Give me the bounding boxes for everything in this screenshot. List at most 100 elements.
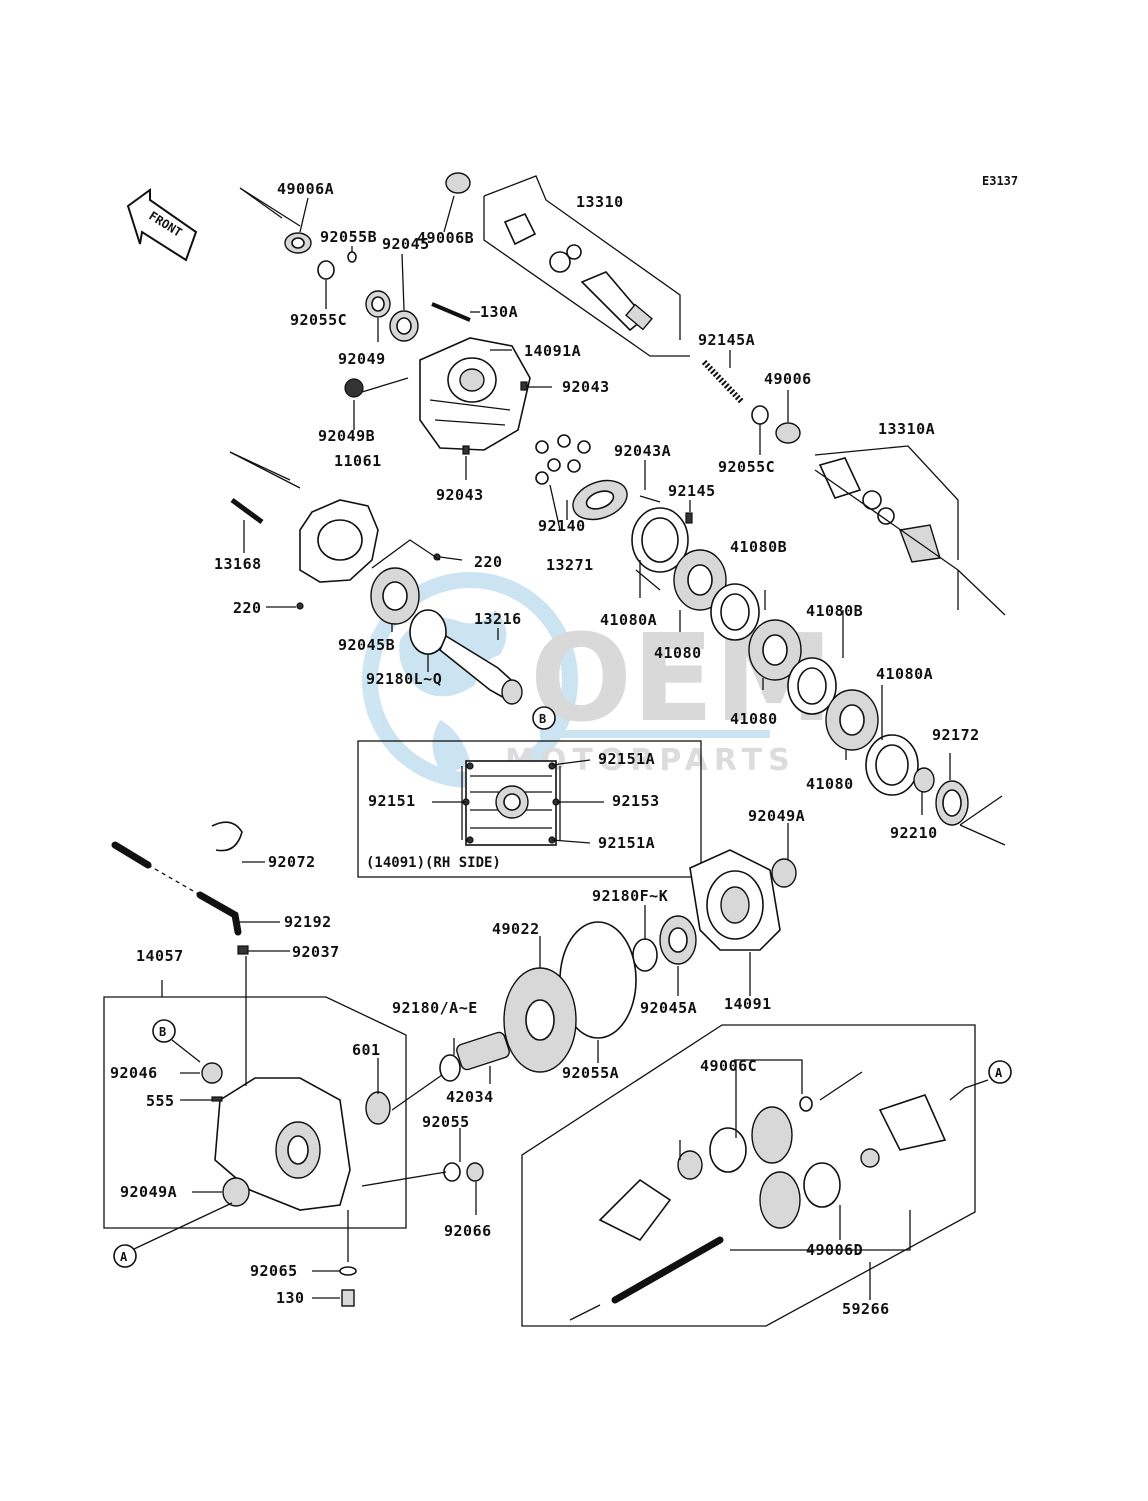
part-41080A-2 xyxy=(865,734,919,796)
part-labels: 49006A 92055B 92055C 49006B 13310 92045 … xyxy=(110,180,980,1318)
part-41080-2 xyxy=(748,619,802,681)
label-13310A: 13310A xyxy=(878,420,935,438)
label-92055C-right: 92055C xyxy=(718,458,775,476)
marker-a-right: A xyxy=(988,1060,1012,1084)
svg-text:A: A xyxy=(120,1250,128,1264)
part-49006D-boot xyxy=(759,1162,841,1229)
label-92151A-bottom: 92151A xyxy=(598,834,655,852)
part-92043-right xyxy=(520,381,528,391)
part-92043A xyxy=(639,495,661,503)
svg-text:B: B xyxy=(159,1025,166,1039)
label-220-a: 220 xyxy=(474,553,503,571)
part-59266-shaft xyxy=(569,1236,724,1321)
part-41080B-1 xyxy=(710,583,760,641)
label-92045B: 92045B xyxy=(338,636,395,654)
part-92065 xyxy=(339,1266,357,1276)
part-92055B xyxy=(347,251,357,263)
part-92037 xyxy=(237,945,249,955)
part-92180FK xyxy=(632,938,658,972)
part-cv-joint-inner xyxy=(799,1094,947,1168)
label-13216: 13216 xyxy=(474,610,522,628)
label-601: 601 xyxy=(352,1041,381,1059)
part-92140 xyxy=(535,434,591,485)
label-92072: 92072 xyxy=(268,853,316,871)
part-49006C-boot xyxy=(677,1106,793,1180)
label-49006A: 49006A xyxy=(277,180,334,198)
part-14091A xyxy=(419,337,531,451)
part-92055C-right xyxy=(751,405,769,425)
label-92046: 92046 xyxy=(110,1064,158,1082)
label-42034: 42034 xyxy=(446,1088,494,1106)
label-13310: 13310 xyxy=(576,193,624,211)
label-92192: 92192 xyxy=(284,913,332,931)
label-14091: 14091 xyxy=(724,995,772,1013)
label-130A: 130A xyxy=(480,303,518,321)
label-41080-2: 41080 xyxy=(730,710,778,728)
inset-box: (14091)(RH SIDE) xyxy=(357,740,702,878)
label-92055B: 92055B xyxy=(320,228,377,246)
diagram-code: E3137 xyxy=(982,174,1018,188)
label-59266: 59266 xyxy=(842,1300,890,1318)
part-41080A-1 xyxy=(631,507,689,573)
label-92049A-left: 92049A xyxy=(120,1183,177,1201)
marker-a-left: A xyxy=(113,1244,137,1268)
part-130A xyxy=(431,302,471,322)
part-92210 xyxy=(913,767,935,793)
part-13168 xyxy=(230,497,264,525)
label-92180LQ: 92180L~Q xyxy=(366,670,442,688)
part-11061 xyxy=(299,499,379,583)
leader-lines xyxy=(133,175,1006,1300)
label-92140: 92140 xyxy=(538,517,586,535)
part-cv-joint-outer xyxy=(598,1178,672,1242)
label-92037: 92037 xyxy=(292,943,340,961)
part-49006 xyxy=(775,422,801,444)
label-92049: 92049 xyxy=(338,350,386,368)
part-49022 xyxy=(503,967,577,1073)
label-92065: 92065 xyxy=(250,1262,298,1280)
label-92055A: 92055A xyxy=(562,1064,619,1082)
part-601 xyxy=(365,1091,391,1125)
label-92151A-top: 92151A xyxy=(598,750,655,768)
part-14057-housing xyxy=(214,1077,351,1211)
inset-box-caption: (14091)(RH SIDE) xyxy=(366,855,501,871)
label-14091A: 14091A xyxy=(524,342,581,360)
svg-text:A: A xyxy=(995,1066,1003,1080)
label-41080B-1: 41080B xyxy=(730,538,787,556)
label-92045: 92045 xyxy=(382,235,430,253)
part-555 xyxy=(211,1096,223,1102)
part-92192-b xyxy=(196,891,242,936)
part-42034 xyxy=(456,1031,510,1071)
label-92043-bottom: 92043 xyxy=(436,486,484,504)
front-arrow-icon: FRONT xyxy=(126,188,198,262)
label-13168: 13168 xyxy=(214,555,262,573)
label-41080-3: 41080 xyxy=(806,775,854,793)
label-92049A-right: 92049A xyxy=(748,807,805,825)
part-14057-box xyxy=(103,980,407,1229)
part-92072 xyxy=(211,821,243,852)
label-92055C-top: 92055C xyxy=(290,311,347,329)
part-92043-bottom xyxy=(462,445,470,455)
label-92172: 92172 xyxy=(932,726,980,744)
label-49006C: 49006C xyxy=(700,1057,757,1075)
marker-b-left: B xyxy=(152,1019,176,1043)
part-92145A xyxy=(701,359,745,405)
part-92055 xyxy=(443,1162,461,1182)
label-49006: 49006 xyxy=(764,370,812,388)
part-14091 xyxy=(689,849,781,951)
label-92055: 92055 xyxy=(422,1113,470,1131)
part-13310 xyxy=(445,172,653,332)
label-13271: 13271 xyxy=(546,556,594,574)
label-92180AE: 92180/A~E xyxy=(392,999,478,1017)
label-41080B-2: 41080B xyxy=(806,602,863,620)
label-92066: 92066 xyxy=(444,1222,492,1240)
marker-b-top: B xyxy=(532,706,556,730)
part-59266-box xyxy=(521,1024,976,1327)
part-92145 xyxy=(685,512,693,524)
label-41080A-1: 41080A xyxy=(600,611,657,629)
label-555: 555 xyxy=(146,1092,175,1110)
part-92055C xyxy=(317,260,335,280)
part-41080B-2 xyxy=(787,657,837,715)
label-92210: 92210 xyxy=(890,824,938,842)
label-92145: 92145 xyxy=(668,482,716,500)
label-14057: 14057 xyxy=(136,947,184,965)
